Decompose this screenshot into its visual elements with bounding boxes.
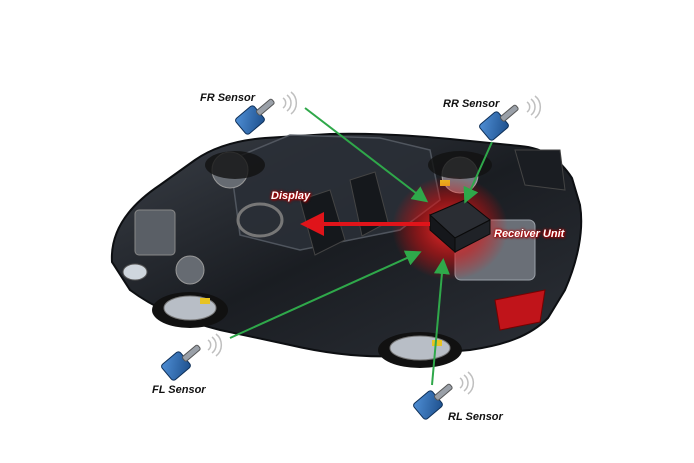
label-receiver-unit: Receiver Unit [494,228,565,240]
steering-wheel [236,202,284,238]
front-radiator [134,209,176,256]
rl-signal-line [431,258,450,386]
label-rr-sensor: RR Sensor [443,98,500,110]
sensor-rr-icon [479,104,519,141]
receiver-unit-module [429,199,491,254]
label-display: Display [271,190,311,202]
fr-signal-line [304,107,429,203]
signal-waves-rr-icon [526,95,542,119]
sensor-fr-icon [235,98,275,135]
rear-wing [514,149,566,191]
signal-waves-fr-icon [282,91,298,115]
wheel-front-right [205,151,265,179]
sensor-rl-icon [413,383,453,420]
tail-light [494,289,546,331]
caliper-rl [432,340,442,346]
headlight [122,263,148,281]
signal-waves-rl-icon [459,371,475,395]
caliper-fl [200,298,210,304]
rr-signal-line [463,141,493,204]
wheel-front-left [152,292,228,328]
signal-waves-fl-icon [207,333,223,357]
car-cutaway [110,132,583,368]
wheel-rear-left [378,332,462,368]
fl-signal-line [229,250,422,339]
front-strut-right [175,255,205,285]
label-fl-sensor: FL Sensor [152,384,206,396]
label-rl-sensor: RL Sensor [448,411,503,423]
label-fr-sensor: FR Sensor [200,92,256,104]
sensor-fl-icon [161,344,201,381]
wheel-rear-right [428,151,492,179]
